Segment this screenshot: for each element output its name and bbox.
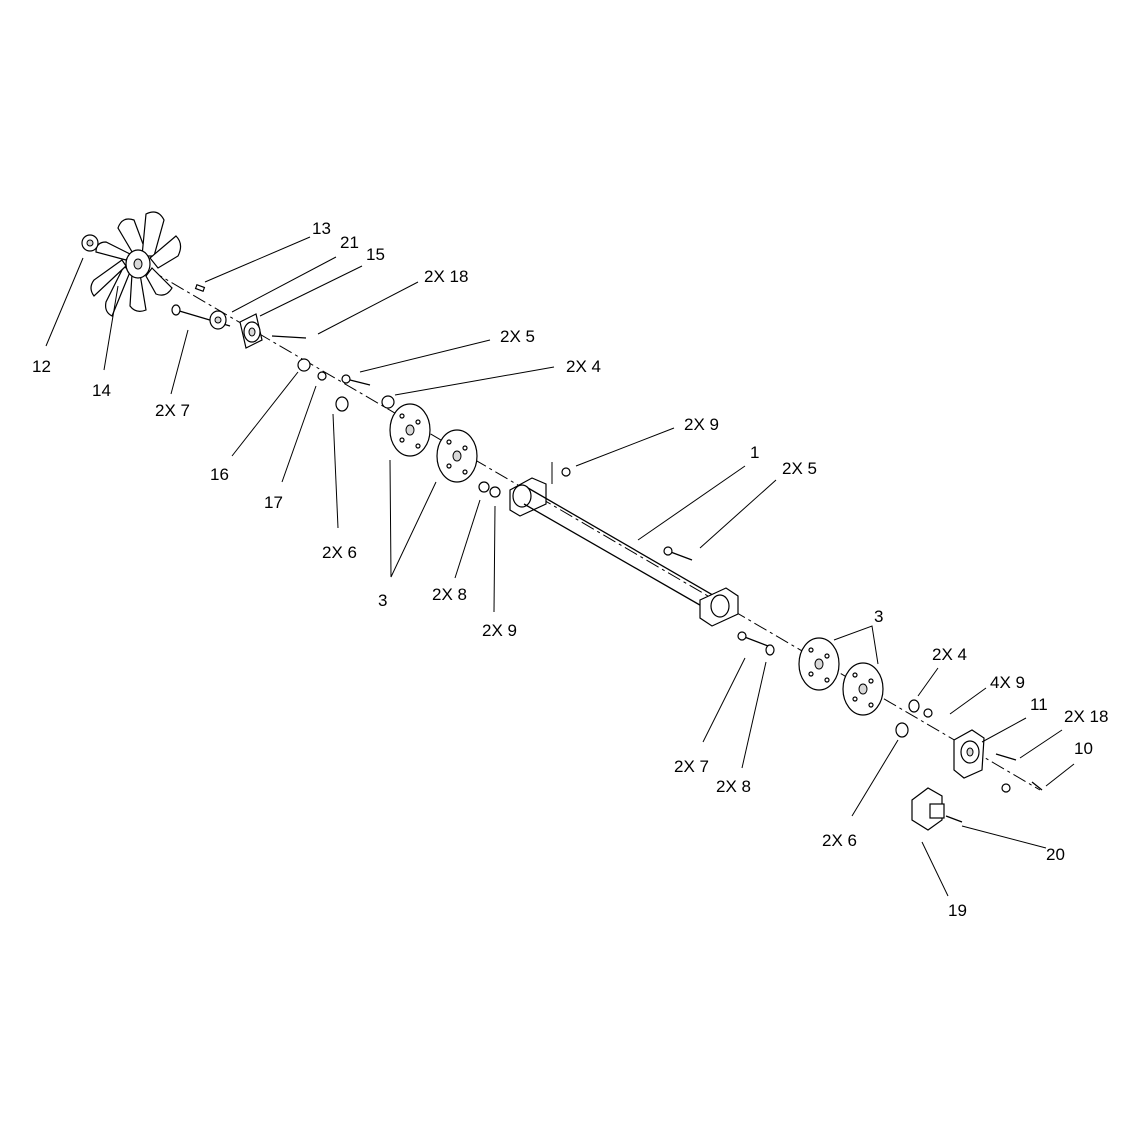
callout-11: 11	[1030, 695, 1048, 714]
callout-21: 21	[340, 233, 359, 252]
left-bearing-plates	[335, 374, 501, 498]
callout-17: 17	[264, 493, 283, 512]
callout-13: 13	[312, 219, 331, 238]
callout-2x7-right: 2X 7	[674, 757, 709, 776]
callout-2x6-right: 2X 6	[822, 831, 857, 850]
main-shaft-tube	[509, 462, 739, 627]
callout-2x6-left: 2X 6	[322, 543, 357, 562]
callout-15: 15	[366, 245, 385, 264]
callout-2x7-left: 2X 7	[155, 401, 190, 420]
fan-hub-parts	[171, 283, 327, 381]
callout-2x9-lower: 2X 9	[482, 621, 517, 640]
callout-2x4-left: 2X 4	[566, 357, 601, 376]
leader-lines	[45, 236, 1075, 897]
callout-12: 12	[32, 357, 51, 376]
callout-16: 16	[210, 465, 229, 484]
callout-1: 1	[750, 443, 759, 462]
callout-3-left: 3	[378, 591, 387, 610]
right-bearing-assembly	[911, 729, 1043, 831]
callout-3-right: 3	[874, 607, 883, 626]
right-bearing-plates	[737, 631, 933, 738]
washer-12	[81, 234, 99, 252]
assembly-axis	[149, 269, 1041, 791]
callout-2x8-right: 2X 8	[716, 777, 751, 796]
callout-4x9: 4X 9	[990, 673, 1025, 692]
fan-blade	[90, 211, 182, 317]
callout-2x8-left: 2X 8	[432, 585, 467, 604]
callout-19: 19	[948, 901, 967, 920]
callout-2x18-left: 2X 18	[424, 267, 468, 286]
callout-20: 20	[1046, 845, 1065, 864]
callout-14: 14	[92, 381, 111, 400]
callout-2x9-upper: 2X 9	[684, 415, 719, 434]
callout-2x5-left: 2X 5	[500, 327, 535, 346]
callout-2x18-right: 2X 18	[1064, 707, 1108, 726]
callout-2x4-right: 2X 4	[932, 645, 967, 664]
callout-2x5-right: 2X 5	[782, 459, 817, 478]
callout-labels: 12 14 2X 7 13 21 15 2X 18 16 17 2X 6 2X …	[32, 219, 1108, 920]
callout-10: 10	[1074, 739, 1093, 758]
